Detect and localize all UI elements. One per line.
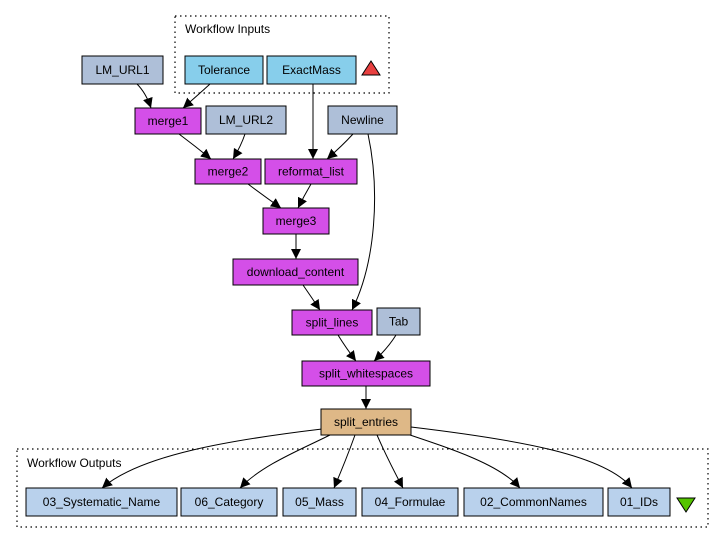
node-out_category[interactable]: 06_Category — [180, 487, 278, 517]
edge-merge1-merge2 — [178, 133, 212, 160]
node-merge1-label: merge1 — [148, 114, 189, 128]
edge-lm_url1-merge1 — [136, 83, 153, 109]
edge-lm_url2-merge2 — [232, 133, 246, 160]
nodes-layer: LM_URL1 Tolerance ExactMass merge1 LM_UR… — [25, 55, 671, 517]
edge-reformat_list-merge3 — [297, 183, 312, 209]
edges-layer — [101, 83, 633, 489]
edge-split_lines-split_whitespaces — [337, 334, 357, 362]
node-merge2[interactable]: merge2 — [194, 158, 262, 185]
node-tolerance[interactable]: Tolerance — [184, 55, 264, 85]
node-split_lines-label: split_lines — [306, 316, 359, 330]
node-download_content-label: download_content — [247, 265, 345, 279]
node-out_formulae[interactable]: 04_Formulae — [361, 487, 459, 517]
node-out_systematic_name-label: 03_Systematic_Name — [43, 495, 161, 509]
node-out_commonnames-label: 02_CommonNames — [480, 495, 587, 509]
node-lm_url1[interactable]: LM_URL1 — [81, 55, 164, 85]
workflow-inputs-title: Workflow Inputs — [185, 22, 270, 36]
node-out_ids[interactable]: 01_IDs — [607, 487, 671, 517]
node-split_lines[interactable]: split_lines — [291, 309, 373, 336]
edge-split_entries-out_commonnames — [403, 432, 521, 489]
node-out_formulae-label: 04_Formulae — [375, 495, 446, 509]
edge-merge2-merge3 — [247, 183, 282, 209]
node-newline[interactable]: Newline — [327, 105, 398, 135]
edge-split_entries-out_formulae — [376, 434, 404, 489]
workflow-inputs-group: Workflow Inputs — [174, 15, 390, 94]
node-out_category-label: 06_Category — [195, 495, 264, 509]
edge-download_content-split_lines — [302, 284, 321, 311]
node-merge3-label: merge3 — [276, 214, 317, 228]
edge-split_entries-out_category — [239, 434, 331, 489]
node-out_mass[interactable]: 05_Mass — [282, 487, 357, 517]
node-split_whitespaces-label: split_whitespaces — [319, 367, 413, 381]
node-lm_url2-label: LM_URL2 — [219, 113, 273, 127]
node-download_content[interactable]: download_content — [232, 258, 359, 286]
node-split_entries[interactable]: split_entries — [320, 408, 412, 436]
edge-newline-split_lines — [351, 133, 376, 311]
workflow-outputs-title: Workflow Outputs — [27, 456, 121, 470]
edge-newline-reformat_list — [326, 133, 354, 160]
workflow-outputs-group: Workflow Outputs — [16, 448, 709, 528]
node-merge3[interactable]: merge3 — [262, 207, 330, 235]
node-lm_url1-label: LM_URL1 — [95, 63, 149, 77]
node-split_entries-label: split_entries — [334, 415, 398, 429]
node-exactmass[interactable]: ExactMass — [266, 55, 357, 85]
node-merge1[interactable]: merge1 — [134, 107, 202, 135]
edge-split_entries-out_ids — [410, 426, 633, 489]
node-tab[interactable]: Tab — [376, 307, 421, 336]
edge-split_entries-out_mass — [333, 434, 356, 489]
node-out_mass-label: 05_Mass — [295, 495, 344, 509]
node-out_systematic_name[interactable]: 03_Systematic_Name — [25, 487, 178, 517]
node-tab-label: Tab — [389, 315, 409, 329]
node-split_whitespaces[interactable]: split_whitespaces — [301, 360, 431, 387]
node-out_commonnames[interactable]: 02_CommonNames — [463, 487, 604, 517]
edge-tolerance-merge1 — [182, 83, 211, 109]
node-tolerance-label: Tolerance — [198, 63, 250, 77]
node-reformat_list[interactable]: reformat_list — [264, 158, 358, 185]
edge-tab-split_whitespaces — [373, 334, 397, 362]
workflow-outputs-border — [16, 448, 709, 528]
node-newline-label: Newline — [341, 113, 384, 127]
node-merge2-label: merge2 — [208, 165, 249, 179]
inputs-triangle-icon — [361, 60, 381, 76]
node-reformat_list-label: reformat_list — [278, 165, 345, 179]
node-exactmass-label: ExactMass — [282, 63, 341, 77]
outputs-triangle-icon — [676, 497, 696, 513]
node-lm_url2[interactable]: LM_URL2 — [205, 105, 287, 135]
node-out_ids-label: 01_IDs — [620, 495, 658, 509]
edge-split_entries-out_systematic_name — [101, 428, 323, 489]
